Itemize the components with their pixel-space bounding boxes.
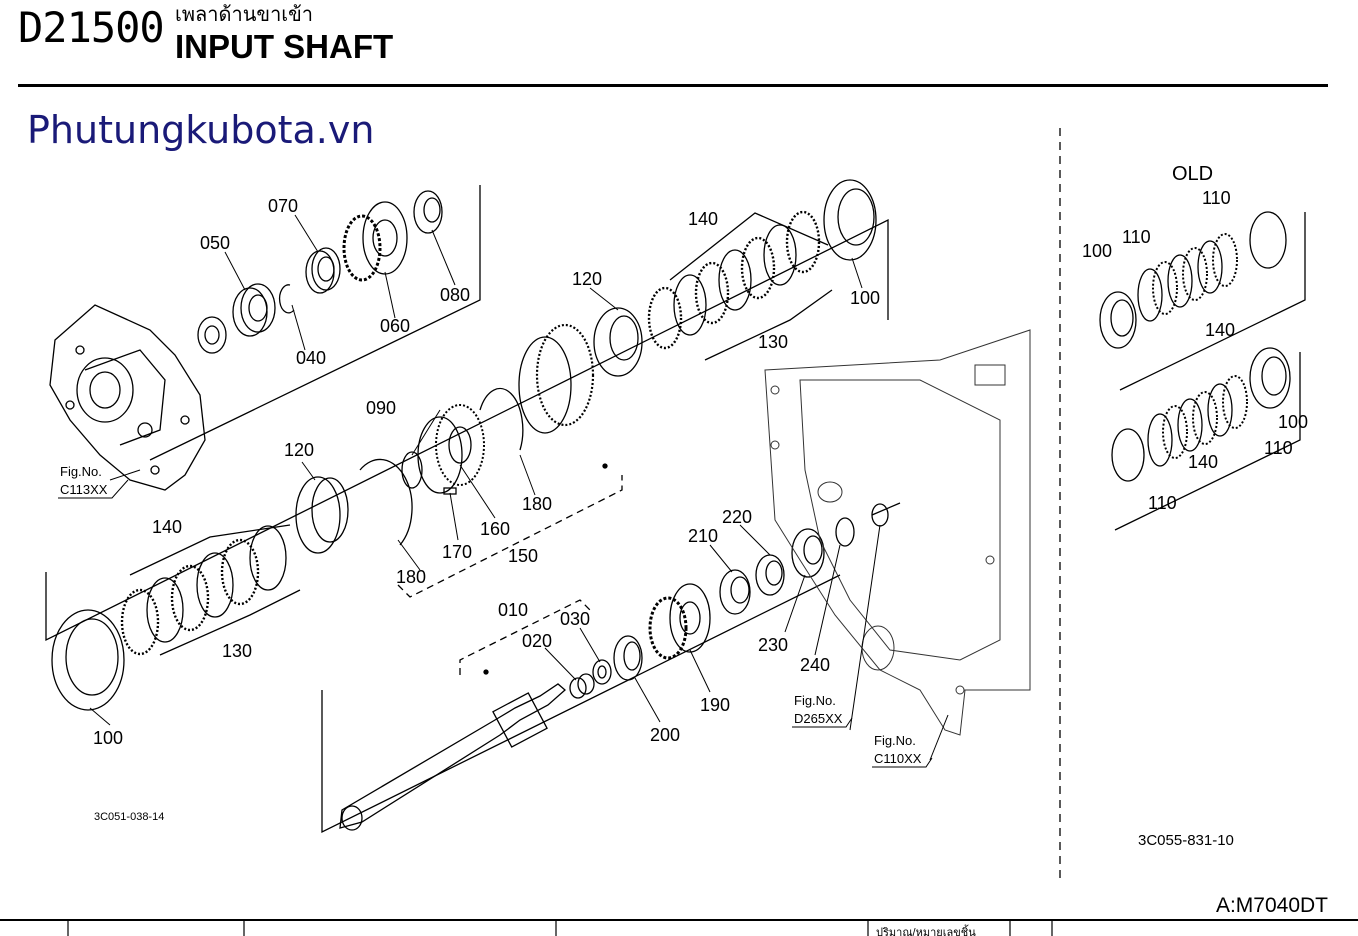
callout-140-lower: 140 (152, 517, 182, 537)
figure-code-alt: 3C055-831-10 (1138, 832, 1234, 849)
seal-080 (413, 190, 443, 234)
clutch-pack-lower (120, 525, 287, 656)
callout-020: 020 (522, 631, 552, 651)
group-bracket-middle (45, 218, 889, 642)
transmission-case (764, 329, 1031, 736)
tick-130-lower (159, 589, 301, 656)
callout-130-lower: 130 (222, 641, 252, 661)
callout-120-upper: 120 (572, 269, 602, 289)
callout-030: 030 (560, 609, 590, 629)
bearing-210 (719, 569, 751, 615)
ring-030 (592, 659, 612, 685)
header-divider (18, 84, 1328, 87)
tick-130-upper (704, 289, 833, 361)
bearing-070 (305, 247, 341, 294)
fig-ref-1-underline (58, 479, 129, 499)
callout-090: 090 (366, 398, 396, 418)
old-bracket-upper (1119, 212, 1306, 391)
snap-ring-240 (835, 517, 855, 547)
clutch-pack-upper (593, 179, 877, 377)
group-150-bracket (397, 475, 623, 598)
front-housing-cover (49, 304, 206, 491)
leader-lines (89, 214, 949, 761)
old-label: OLD (1172, 163, 1213, 185)
callout-110-d: 110 (1148, 493, 1177, 513)
callout-100-lower: 100 (93, 728, 123, 748)
snap-ring-040 (278, 284, 295, 314)
model-code: A:M7040DT (1215, 894, 1328, 917)
tick-140-lower (129, 524, 291, 576)
fig-ref-3-underline (872, 757, 933, 768)
seal-ring-090 (401, 451, 423, 489)
callout-010: 010 (498, 600, 528, 620)
gear-060 (342, 201, 408, 282)
old-stack-lower (1111, 347, 1291, 482)
group-010-bracket (459, 599, 593, 675)
group-bracket-bottom (321, 574, 841, 834)
callout-230: 230 (758, 635, 788, 655)
callout-100-upper: 100 (850, 288, 880, 308)
callout-240: 240 (800, 655, 830, 675)
callout-210: 210 (688, 526, 718, 546)
gear-190 (648, 583, 711, 660)
tick-140-upper (669, 212, 829, 281)
callout-110-c: 110 (1264, 438, 1293, 458)
fig-ref-3-ref: C110XX (874, 751, 922, 766)
callout-220: 220 (722, 507, 752, 527)
bearing-050 (232, 283, 276, 337)
callout-110-a: 110 (1202, 188, 1231, 208)
old-stack-upper (1099, 211, 1287, 349)
bearing-220 (755, 554, 785, 596)
group-dot-010 (483, 669, 489, 675)
callout-140-old-a: 140 (1205, 320, 1235, 340)
group-dot-150 (602, 463, 608, 469)
fig-ref-3-label: Fig.No. (874, 733, 916, 748)
callout-100-old-a: 100 (1082, 241, 1112, 261)
callout-200: 200 (650, 725, 680, 745)
callout-150: 150 (508, 546, 538, 566)
old-bracket-lower (1114, 352, 1301, 531)
diagram-code: D21500 (18, 3, 165, 52)
callout-080: 080 (440, 285, 470, 305)
callout-110-b: 110 (1122, 227, 1151, 247)
callout-100-old-b: 100 (1278, 412, 1308, 432)
callout-160: 160 (480, 519, 510, 539)
callout-170: 170 (442, 542, 472, 562)
shaft-end (871, 502, 901, 527)
hub-120-lower (295, 476, 349, 554)
seal-small (197, 316, 227, 354)
gear-ring-100-lower (51, 609, 125, 711)
fig-ref-2-underline (792, 717, 853, 728)
group-bracket-top (149, 185, 481, 461)
fig-ref-2-label: Fig.No. (794, 693, 836, 708)
bushing-020 (569, 673, 595, 699)
callout-180-upper: 180 (522, 494, 552, 514)
callout-140-old-b: 140 (1188, 452, 1218, 472)
fig-ref-1-label: Fig.No. (60, 464, 102, 479)
callout-130-upper: 130 (758, 332, 788, 352)
bearing-230 (791, 528, 825, 578)
snap-ring-180-lower (359, 458, 413, 546)
snap-ring-180-upper (479, 387, 524, 451)
callout-060: 060 (380, 316, 410, 336)
seal-200 (613, 635, 643, 681)
fig-ref-1-ref: C113XX (60, 482, 108, 497)
input-shaft-010 (339, 683, 566, 831)
watermark-logo: Phutungkubota.vn (27, 108, 375, 152)
page-title: INPUT SHAFT (175, 28, 394, 65)
callout-050: 050 (200, 233, 230, 253)
callout-190: 190 (700, 695, 730, 715)
callout-180-lower: 180 (396, 567, 426, 587)
clutch-hub-upper (518, 323, 595, 434)
title-thai: เพลาด้านขาเข้า (175, 2, 314, 26)
footer-qty-label: ปริมาณ/หมายเลขชิ้น (876, 924, 976, 936)
callout-120-lower: 120 (284, 440, 314, 460)
callout-070: 070 (268, 196, 298, 216)
callout-040: 040 (296, 348, 326, 368)
callout-140-upper: 140 (688, 209, 718, 229)
fig-ref-2-ref: D265XX (794, 711, 843, 726)
figure-code-main: 3C051-038-14 (94, 811, 164, 823)
